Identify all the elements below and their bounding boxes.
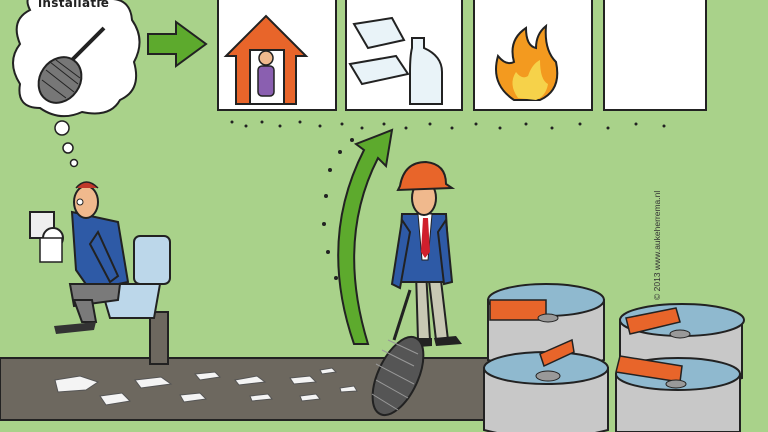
plastic-containers-icon bbox=[348, 16, 443, 105]
curved-up-arrow-icon bbox=[337, 128, 394, 345]
tanks bbox=[483, 283, 745, 432]
sieve-icon bbox=[37, 26, 106, 104]
thought-bubble-label: installatie bbox=[38, 0, 110, 10]
debris bbox=[54, 367, 358, 406]
helmet-icon bbox=[396, 160, 456, 192]
credit-text: © 2013 www.aukeherrema.nl bbox=[652, 190, 662, 300]
tank bbox=[487, 283, 605, 370]
toilet-scene bbox=[29, 181, 171, 334]
panel-1 bbox=[217, 0, 337, 111]
house-with-person-icon bbox=[223, 14, 309, 105]
panel-2 bbox=[345, 0, 463, 111]
dotted-trail bbox=[230, 120, 666, 328]
tank bbox=[615, 355, 741, 432]
panel-4 bbox=[603, 0, 707, 111]
worker bbox=[371, 160, 462, 416]
thought-bubble bbox=[12, 0, 141, 168]
tank bbox=[483, 338, 609, 432]
right-arrow-icon bbox=[147, 20, 208, 68]
panel-3 bbox=[473, 0, 593, 111]
